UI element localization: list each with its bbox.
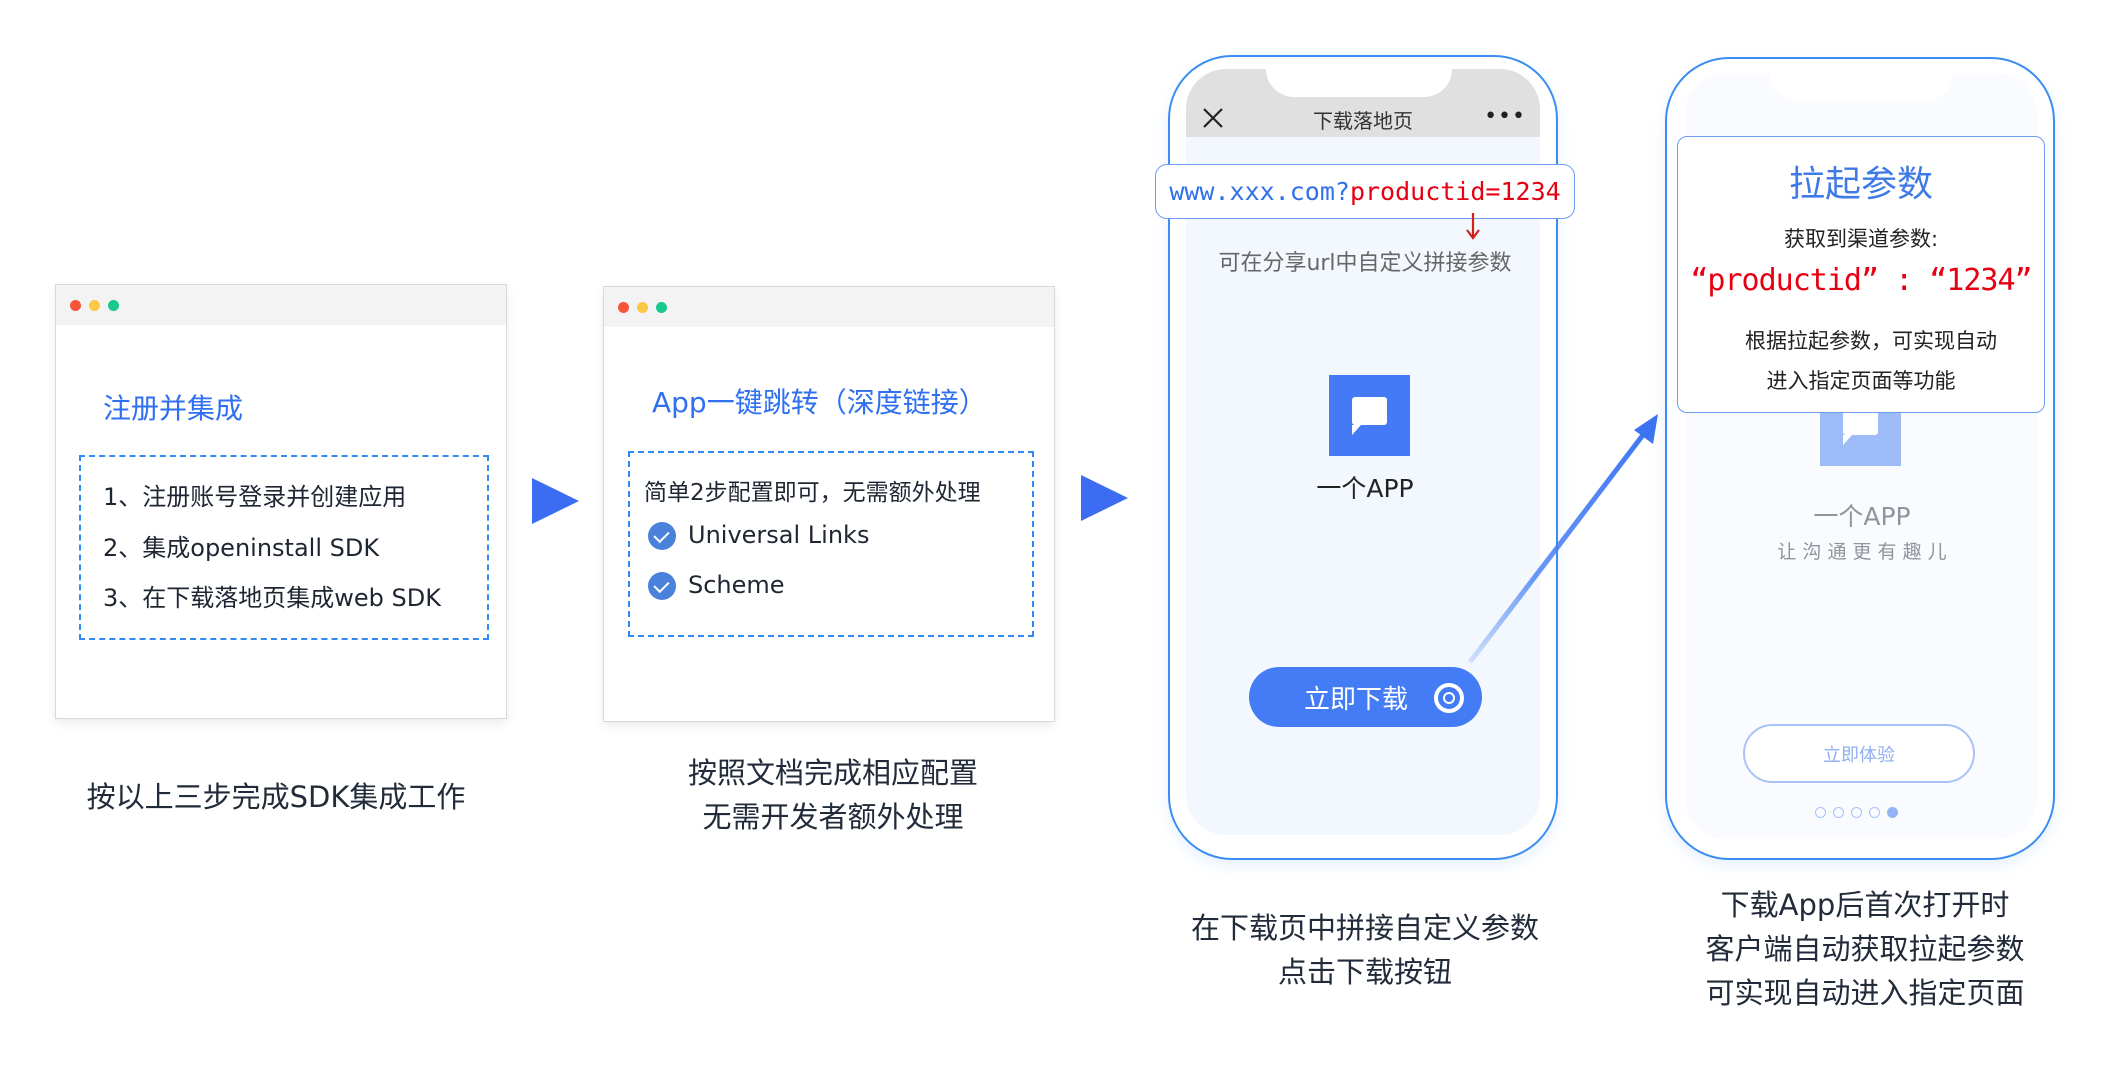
phone2-caption: 下载App后首次打开时 客户端自动获取拉起参数 可实现自动进入指定页面	[1645, 883, 2085, 1015]
chat-bubble-icon	[1352, 397, 1387, 435]
browser-titlebar	[56, 285, 506, 325]
caption-line: 无需开发者额外处理	[702, 800, 964, 834]
browser-titlebar	[604, 287, 1054, 327]
caption-line: 在下载页中拼接自定义参数	[1190, 911, 1539, 945]
checkmark-circle-icon	[648, 572, 676, 600]
download-now-button[interactable]: 立即下载	[1249, 667, 1482, 727]
page-indicator	[1815, 807, 1898, 818]
caption-line: 按以上三步完成SDK集成工作	[86, 780, 466, 814]
window-close-dot-icon	[70, 300, 81, 311]
card-title: App一键跳转（深度链接）	[652, 386, 987, 419]
page-dot[interactable]	[1851, 807, 1862, 818]
step1-browser-card: 注册并集成 1、注册账号登录并创建应用 2、集成openinstall SDK …	[55, 284, 507, 719]
popup-desc-2: 进入指定页面等功能	[1766, 369, 1956, 393]
nav-title: 下载落地页	[1313, 109, 1413, 133]
check-item-scheme: Scheme	[648, 571, 785, 600]
down-arrow-icon	[1466, 213, 1480, 241]
step2-caption: 按照文档完成相应配置 无需开发者额外处理	[613, 751, 1053, 839]
step-item-2: 2、集成openinstall SDK	[103, 534, 380, 562]
config-intro: 简单2步配置即可，无需额外处理	[644, 480, 981, 506]
app-launch-phone: 一个APP 让 沟 通 更 有 趣 儿 立即体验 拉起参数 获取到渠道参数: “…	[1665, 57, 2055, 860]
popup-param: “productid” : “1234”	[1690, 263, 2032, 298]
app-icon	[1329, 375, 1410, 456]
phone-notch	[1769, 73, 1953, 101]
download-page-phone: 下载落地页 ••• www.xxx.com?productid=1234 可在分…	[1155, 55, 1575, 860]
try-button-label: 立即体验	[1823, 744, 1895, 766]
window-minimize-dot-icon	[89, 300, 100, 311]
phone1-caption: 在下载页中拼接自定义参数 点击下载按钮	[1145, 906, 1585, 994]
app-name: 一个APP	[1316, 474, 1414, 503]
close-icon[interactable]	[1202, 107, 1224, 129]
step-item-3: 3、在下载落地页集成web SDK	[103, 584, 441, 612]
phone-notch	[1266, 69, 1452, 97]
window-maximize-dot-icon	[656, 302, 667, 313]
steps-dashed-box	[79, 455, 489, 640]
try-now-button[interactable]: 立即体验	[1743, 724, 1975, 783]
config-dashed-box	[628, 451, 1034, 637]
popup-label: 获取到渠道参数:	[1783, 227, 1939, 251]
window-maximize-dot-icon	[108, 300, 119, 311]
popup-title: 拉起参数	[1788, 164, 1933, 205]
check-label: Scheme	[688, 571, 785, 599]
download-button-label: 立即下载	[1304, 684, 1409, 715]
url-hint: 可在分享url中自定义拼接参数	[1218, 251, 1512, 276]
app-name: 一个APP	[1813, 502, 1911, 531]
flow-arrow-2-icon	[1081, 475, 1128, 521]
tap-target-icon	[1434, 683, 1464, 713]
window-minimize-dot-icon	[637, 302, 648, 313]
launch-params-popup: 拉起参数 获取到渠道参数: “productid” : “1234” 根据拉起参…	[1677, 136, 2045, 413]
url-box: www.xxx.com?productid=1234	[1155, 164, 1575, 219]
window-close-dot-icon	[618, 302, 629, 313]
check-item-universal-links: Universal Links	[648, 521, 869, 550]
url-param: productid=1234	[1349, 177, 1561, 206]
step-item-1: 1、注册账号登录并创建应用	[103, 483, 407, 511]
caption-line: 按照文档完成相应配置	[687, 756, 978, 790]
app-slogan: 让 沟 通 更 有 趣 儿	[1777, 541, 1947, 563]
caption-line: 可实现自动进入指定页面	[1705, 976, 2025, 1010]
card-title: 注册并集成	[103, 392, 244, 425]
check-label: Universal Links	[688, 521, 870, 549]
page-dot[interactable]	[1833, 807, 1844, 818]
page-dot[interactable]	[1815, 807, 1826, 818]
page-dot-active[interactable]	[1887, 807, 1898, 818]
page-dot[interactable]	[1869, 807, 1880, 818]
step2-browser-card: App一键跳转（深度链接） 简单2步配置即可，无需额外处理 Universal …	[603, 286, 1055, 722]
url-base: www.xxx.com?	[1169, 177, 1350, 206]
step1-caption: 按以上三步完成SDK集成工作	[56, 775, 496, 819]
checkmark-circle-icon	[648, 522, 676, 550]
caption-line: 点击下载按钮	[1277, 955, 1452, 989]
flow-arrow-1-icon	[532, 478, 579, 524]
popup-desc-1: 根据拉起参数，可实现自动	[1745, 329, 1997, 353]
more-dots-icon[interactable]: •••	[1484, 104, 1526, 129]
caption-line: 客户端自动获取拉起参数	[1705, 932, 2025, 966]
caption-line: 下载App后首次打开时	[1720, 888, 2010, 922]
